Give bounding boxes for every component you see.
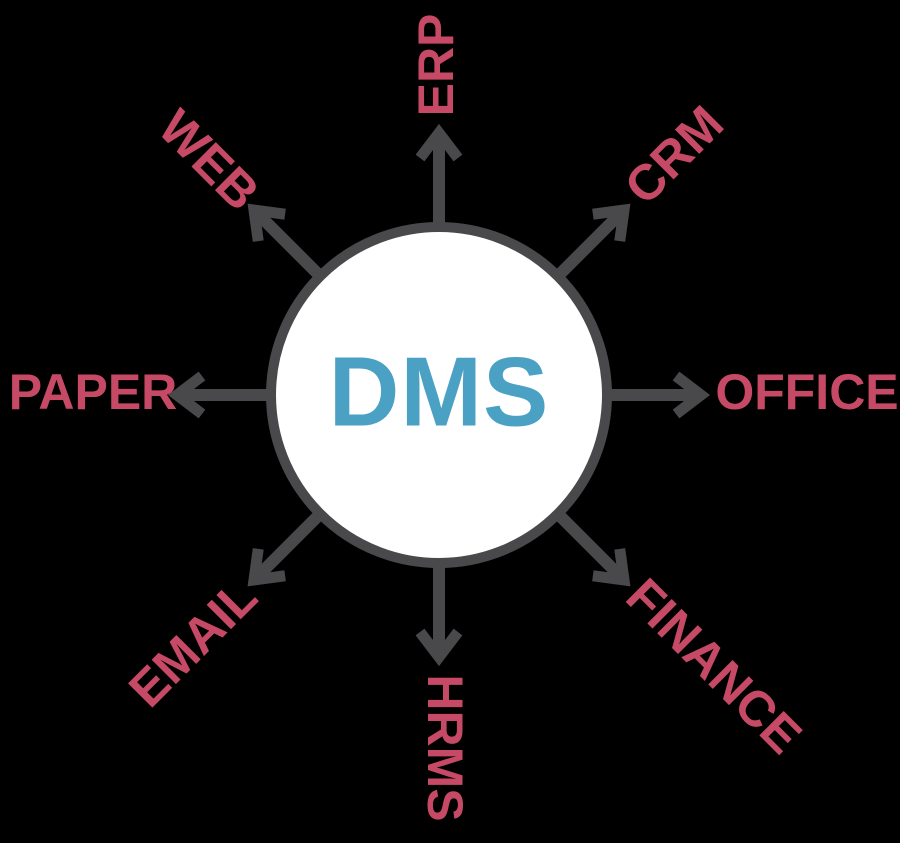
arrow-down-left-email: [247, 510, 324, 587]
spoke-label-paper: PAPER: [8, 364, 178, 420]
hub-circle: [266, 222, 612, 568]
arrow-down-right-finance: [554, 510, 631, 587]
arrow-group: [167, 123, 711, 667]
spoke-label-office: OFFICE: [715, 364, 899, 420]
spoke-label-hrms: HRMS: [417, 674, 473, 822]
spoke-label-erp: ERP: [408, 13, 464, 117]
arrow-up-right-crm: [554, 203, 631, 280]
arrow-up-left-web: [247, 203, 324, 280]
hub-label-dms: DMS: [328, 336, 550, 447]
